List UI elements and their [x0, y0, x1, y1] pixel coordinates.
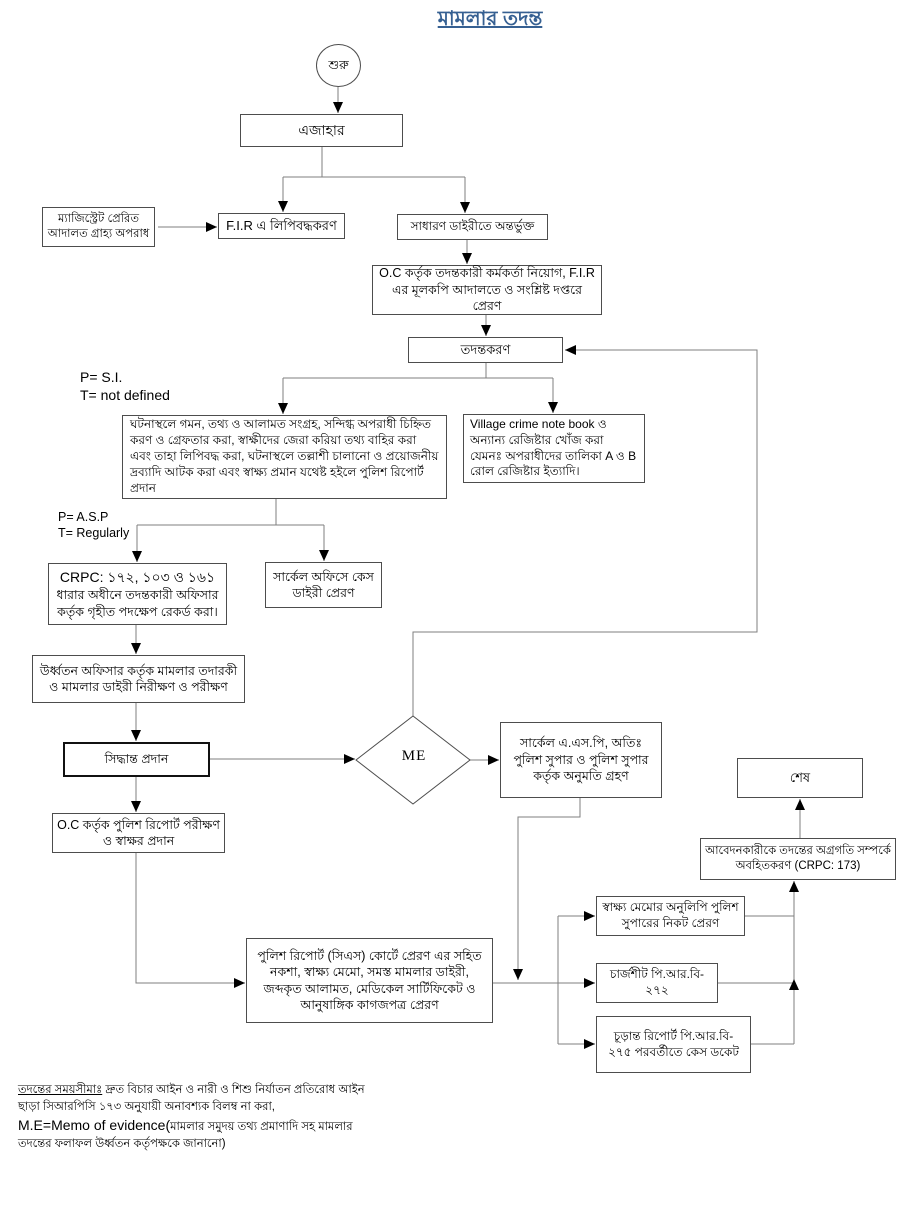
annotation-si-line2: T= not defined — [80, 386, 170, 403]
footer-me-definition: M.E=Memo of evidence( — [18, 1117, 171, 1134]
start-node: শুরু — [316, 44, 361, 87]
footer-line-1-rest: দ্রুত বিচার আইন ও নারী ও শিশু নির্যাতন প… — [102, 1084, 365, 1096]
circle-office-node: সার্কেল অফিসে কেস ডাইরী প্রেরণ — [265, 562, 382, 608]
cs-report-node: পুলিশ রিপোর্ট (সিএস) কোর্টে প্রেরণ এর সহ… — [246, 938, 493, 1023]
fir-node: F.I.R এ লিপিবদ্ধকরণ — [218, 213, 345, 239]
crime-scene-node: ঘটনাস্থলে গমন, তথ্য ও আলামত সংগ্রহ, সন্দ… — [122, 415, 447, 499]
decision-diamond — [355, 715, 471, 805]
footer-line-4: তদন্তের ফলাফল উর্ধ্বতন কর্তৃপক্ষকে জানান… — [18, 1138, 226, 1151]
footer-line-1: তদন্তের সময়সীমাঃ দ্রুত বিচার আইন ও নারী… — [18, 1082, 378, 1099]
final-report-node: চূড়ান্ত রিপোর্ট পি.আর.বি- ২৭৫ পরবর্তীতে… — [596, 1016, 751, 1073]
general-diary-node: সাধারণ ডাইরীতে অন্তর্ভুক্ত — [397, 214, 548, 240]
crpc-node-heading: CRPC: ১৭২, ১০৩ ও ১৬১ — [59, 568, 216, 585]
crpc-node: CRPC: ১৭২, ১০৩ ও ১৬১ ধারার অধীনে তদন্তকা… — [48, 563, 227, 625]
inform-applicant-node: আবেদনকারীকে তদন্তের অগ্রগতি সম্পর্কে অবহ… — [700, 838, 896, 880]
footer-line-2: ছাড়া সিআরপিসি ১৭৩ অনুযায়ী অনাবশ্যক বিল… — [18, 1100, 275, 1113]
supervision-node: উর্ধ্বতন অফিসার কর্তৃক মামলার তদারকী ও ম… — [32, 655, 245, 703]
investigation-node: তদন্তকরণ — [408, 337, 563, 363]
magistrate-node: ম্যাজিস্ট্রেট প্রেরিত আদালত গ্রাহ্য অপরা… — [42, 207, 155, 247]
evidence-memo-node: স্বাক্ষ্য মেমোর অনুলিপি পুলিশ সুপারের নি… — [596, 896, 745, 936]
annotation-si: P= S.I. T= not defined — [80, 369, 170, 404]
ejahar-node: এজাহার — [240, 114, 403, 147]
annotation-si-line1: P= S.I. — [80, 369, 123, 385]
oc-assign-node: O.C কর্তৃক তদন্তকারী কর্মকর্তা নিয়োগ, F… — [372, 265, 602, 315]
footer-heading: তদন্তের সময়সীমাঃ — [18, 1084, 103, 1096]
village-crime-note-node: Village crime note book ও অন্যান্য রেজিষ… — [463, 414, 645, 483]
page-title: মামলার তদন্ত — [437, 8, 543, 30]
me-diamond-label: ME — [401, 748, 427, 764]
approval-node: সার্কেল এ.এস.পি, অতিঃ পুলিশ সুপার ও পুলি… — [500, 722, 662, 798]
chargesheet-node: চার্জশীট পি.আর.বি- ২৭২ — [596, 963, 718, 1003]
footer-note: তদন্তের সময়সীমাঃ দ্রুত বিচার আইন ও নারী… — [18, 1082, 378, 1153]
footer-line-3: M.E=Memo of evidence(মামলার সমুদয় তথ্য … — [18, 1115, 378, 1136]
annotation-asp-line1: P= A.S.P — [58, 510, 109, 524]
crpc-node-body: ধারার অধীনে তদন্তকারী অফিসার কর্তৃক গৃহী… — [56, 588, 219, 619]
oc-report-node: O.C কর্তৃক পুলিশ রিপোর্ট পরীক্ষণ ও স্বাক… — [52, 813, 225, 853]
end-node: শেষ — [737, 758, 863, 798]
annotation-asp: P= A.S.P T= Regularly — [58, 510, 129, 541]
decision-node: সিদ্ধান্ত প্রদান — [63, 742, 210, 777]
annotation-asp-line2: T= Regularly — [58, 525, 130, 540]
footer-line-3-bn: মামলার সমুদয় তথ্য প্রমাণাদি সহ মামলার — [170, 1121, 353, 1134]
